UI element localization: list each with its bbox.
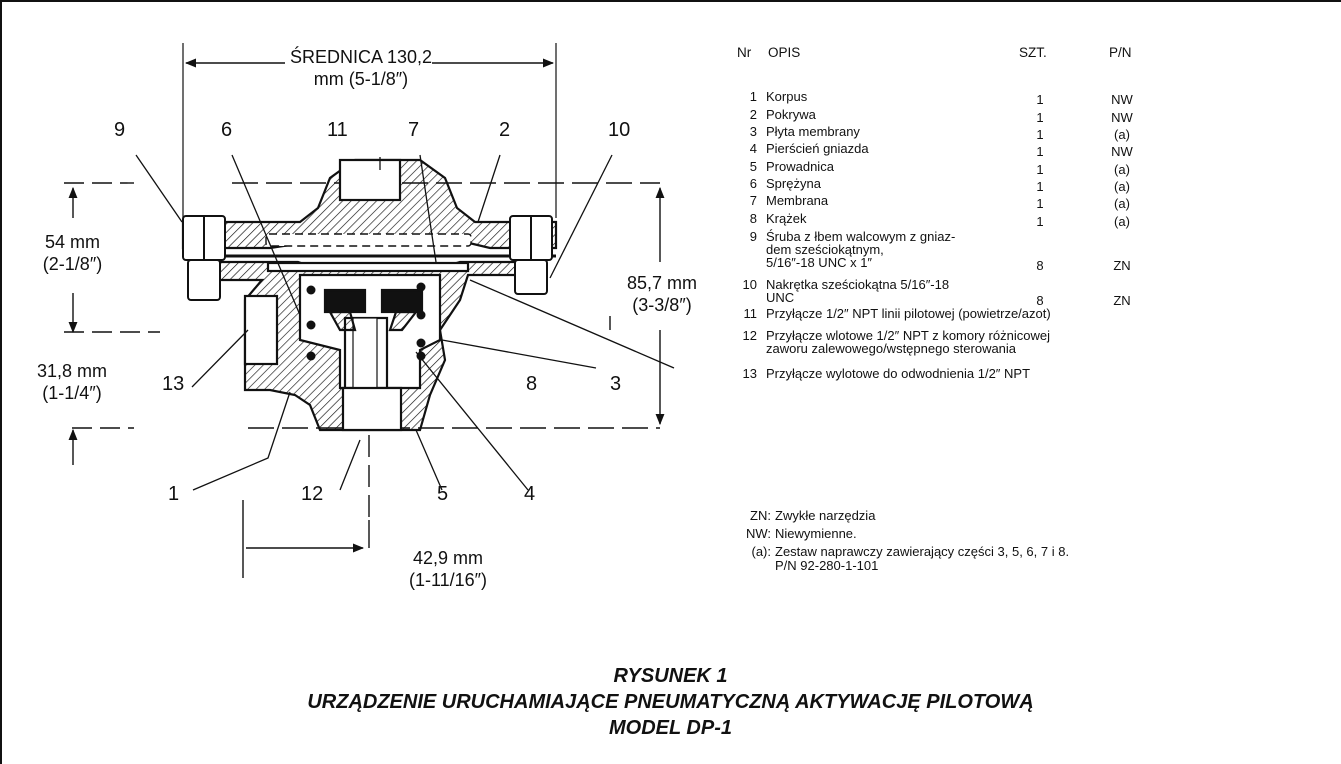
- callout-6: 6: [221, 119, 233, 141]
- row-nr: 6: [749, 176, 757, 191]
- row-description: Śruba z łbem walcowym z gniaz-: [766, 229, 956, 244]
- row-nr: 13: [742, 366, 757, 381]
- callout-7: 7: [408, 119, 420, 141]
- note-text: P/N 92-280-1-101: [775, 558, 879, 573]
- dimension-right-mm: 85,7 mm: [626, 273, 698, 293]
- row-quantity: 1: [1036, 110, 1044, 125]
- row-description: Pokrywa: [766, 107, 816, 122]
- row-nr: 1: [749, 89, 757, 104]
- note-text: Zestaw naprawczy zawierający części 3, 5…: [775, 544, 1070, 559]
- note-key: NW:: [745, 526, 771, 541]
- row-nr: 12: [742, 328, 757, 343]
- row-part-number: NW: [1111, 92, 1133, 107]
- dimension-bottom-in: (1-11/16″): [408, 570, 488, 590]
- row-part-number: NW: [1111, 144, 1133, 159]
- figure-title: URZĄDZENIE URUCHAMIAJĄCE PNEUMATYCZNĄ AK…: [307, 691, 1034, 713]
- header-qty: SZT.: [1019, 45, 1047, 60]
- note-text: Niewymienne.: [775, 526, 857, 541]
- callout-1: 1: [168, 483, 180, 505]
- row-nr: 10: [742, 277, 757, 292]
- dimension-right-in: (3-3/8″): [632, 295, 692, 315]
- note-key: ZN:: [750, 508, 771, 523]
- callout-2: 2: [499, 119, 511, 141]
- row-description: Korpus: [766, 89, 808, 104]
- row-nr: 11: [743, 306, 758, 321]
- dimension-left-upper-in: (2-1/8″): [42, 254, 103, 274]
- row-quantity: 1: [1036, 214, 1044, 229]
- row-quantity: 8: [1036, 293, 1044, 309]
- row-part-number: (a): [1114, 127, 1130, 142]
- row-part-number: (a): [1114, 214, 1130, 229]
- row-part-number: NW: [1111, 110, 1133, 125]
- note-key: (a):: [751, 544, 772, 559]
- row-quantity: 1: [1036, 196, 1044, 211]
- callout-11: 11: [327, 119, 348, 141]
- header-pn: P/N: [1109, 45, 1132, 60]
- dimension-left-upper-mm: 54 mm: [44, 232, 100, 252]
- dimension-left-lower-mm: 31,8 mm: [36, 361, 108, 381]
- row-nr: 2: [749, 107, 757, 122]
- row-quantity: 1: [1036, 144, 1044, 159]
- row-nr: 5: [749, 159, 757, 174]
- row-quantity: 8: [1036, 258, 1044, 274]
- dimension-diameter-unit: mm (5-1/8″): [313, 69, 409, 89]
- header-desc: OPIS: [768, 45, 801, 60]
- callout-5: 5: [437, 483, 449, 505]
- row-description: Krążek: [766, 211, 807, 226]
- row-quantity: 1: [1036, 127, 1044, 142]
- row-description: Pierścień gniazda: [766, 141, 869, 156]
- row-description: Membrana: [766, 193, 829, 208]
- row-quantity: 1: [1036, 92, 1044, 107]
- dimension-diameter-value: ŚREDNICA 130,2: [289, 47, 433, 67]
- row-quantity: 1: [1036, 162, 1044, 177]
- row-nr: 3: [749, 124, 757, 139]
- row-part-number: (a): [1114, 162, 1130, 177]
- row-description: Nakrętka sześciokątna 5/16″-18: [766, 277, 950, 292]
- dimension-left-lower-in: (1-1/4″): [42, 383, 102, 403]
- row-nr: 9: [749, 229, 757, 244]
- row-description: UNC: [766, 290, 795, 306]
- row-part-number: ZN: [1113, 258, 1131, 274]
- row-description: zaworu zalewowego/wstępnego sterowania: [766, 341, 1017, 357]
- callout-4: 4: [524, 483, 536, 505]
- callout-10: 10: [608, 119, 631, 141]
- row-description: dem sześciokątnym,: [766, 242, 884, 258]
- row-description: Płyta membrany: [766, 124, 860, 139]
- callout-12: 12: [301, 483, 324, 505]
- row-nr: 7: [749, 193, 757, 208]
- header-nr: Nr: [737, 45, 752, 60]
- callout-3: 3: [610, 373, 622, 395]
- callout-13: 13: [162, 373, 185, 395]
- row-part-number: ZN: [1113, 293, 1131, 309]
- figure-model: MODEL DP-1: [609, 717, 732, 739]
- row-quantity: 1: [1036, 179, 1044, 194]
- row-nr: 4: [749, 141, 757, 156]
- row-part-number: (a): [1114, 196, 1130, 211]
- row-nr: 8: [749, 211, 757, 226]
- callout-8: 8: [526, 373, 538, 395]
- row-description: Prowadnica: [766, 159, 834, 174]
- row-description: Sprężyna: [766, 176, 821, 191]
- row-part-number: (a): [1114, 179, 1130, 194]
- callout-9: 9: [114, 119, 126, 141]
- row-description: Przyłącze wlotowe 1/2″ NPT z komory różn…: [766, 328, 1050, 343]
- dimension-bottom-mm: 42,9 mm: [412, 548, 484, 568]
- row-description: 5/16″-18 UNC x 1″: [766, 255, 873, 271]
- row-description: Przyłącze 1/2″ NPT linii pilotowej (powi…: [766, 306, 1051, 321]
- figure-number: RYSUNEK 1: [613, 665, 728, 687]
- row-description: Przyłącze wylotowe do odwodnienia 1/2″ N…: [766, 366, 1031, 381]
- note-text: Zwykłe narzędzia: [775, 508, 876, 523]
